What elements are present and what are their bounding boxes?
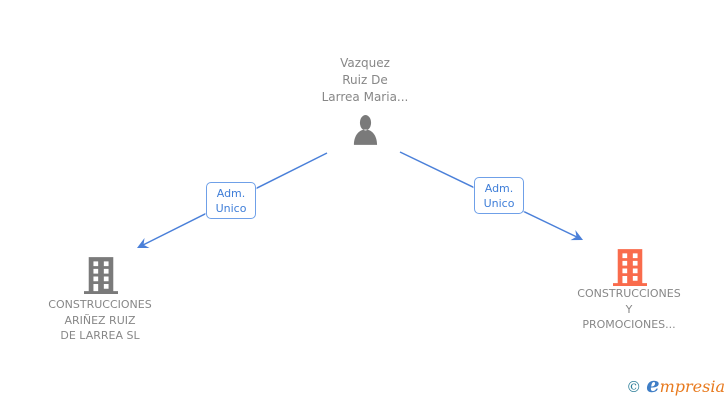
company-name-line: CONSTRUCCIONES: [48, 298, 152, 311]
edge-label-right: Adm. Unico: [474, 177, 524, 214]
building-shape: [613, 249, 647, 286]
company-name-line: DE LARREA SL: [60, 329, 140, 342]
person-name-line: Ruiz De: [342, 73, 388, 87]
edge-label-line: Unico: [483, 196, 515, 210]
person-name-line: Larrea Maria...: [321, 90, 409, 104]
company-name-line: PROMOCIONES...: [582, 318, 676, 331]
edge-label-line: Adm.: [484, 181, 514, 195]
person-name-line: Vazquez: [340, 56, 390, 70]
company-name-line: CONSTRUCCIONES: [577, 287, 681, 300]
building-icon: [613, 249, 647, 286]
edge-label-line: Unico: [215, 201, 247, 215]
company-node-right[interactable]: [613, 249, 647, 287]
company-name-line: ARIÑEZ RUIZ: [64, 313, 136, 327]
company-node-left[interactable]: [84, 257, 118, 295]
person-icon: [353, 115, 378, 145]
person-silhouette: [353, 115, 378, 145]
company-label-left[interactable]: CONSTRUCCIONES ARIÑEZ RUIZ DE LARREA SL: [20, 297, 180, 344]
building-shape: [84, 257, 118, 294]
building-icon: [84, 257, 118, 294]
company-label-right[interactable]: CONSTRUCCIONES Y PROMOCIONES...: [549, 286, 709, 333]
brand-name: mpresia: [659, 377, 725, 396]
person-node[interactable]: [352, 114, 379, 145]
copyright-icon: ©: [626, 378, 642, 396]
brand-initial: e: [646, 372, 660, 397]
empresia-logo[interactable]: ©empresia: [626, 372, 725, 397]
company-name-line: Y: [625, 302, 633, 316]
edge-label-line: Adm.: [216, 186, 246, 200]
edge-label-left: Adm. Unico: [206, 182, 256, 219]
person-node-label[interactable]: Vazquez Ruiz De Larrea Maria...: [285, 55, 445, 106]
